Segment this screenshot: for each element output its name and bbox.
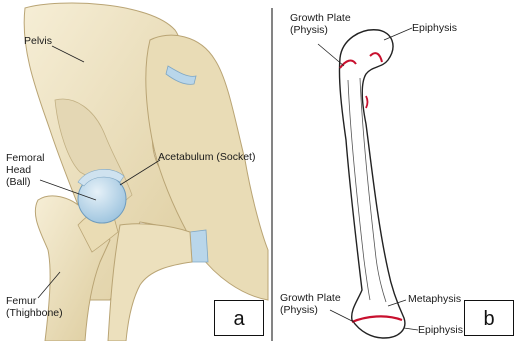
pelvis-label: Pelvis xyxy=(24,35,52,47)
epiphysis-bottom-leader xyxy=(404,328,418,330)
growth-plate-bottom-label: Growth Plate (Physis) xyxy=(280,292,341,316)
femur-label: Femur (Thighbone) xyxy=(6,295,63,319)
growth-plate-side xyxy=(366,96,368,108)
femoral-head-label: Femoral Head (Ball) xyxy=(6,152,45,188)
pubic-bone xyxy=(108,224,192,341)
panel-a-badge: a xyxy=(214,300,264,336)
epiphysis-bottom-label: Epiphysis xyxy=(418,324,463,336)
pubic-symphysis xyxy=(190,230,208,262)
panel-b-badge: b xyxy=(464,300,514,336)
metaphysis-label: Metaphysis xyxy=(408,293,461,305)
epiphysis-top-label: Epiphysis xyxy=(412,22,457,34)
acetabulum-label: Acetabulum (Socket) xyxy=(158,151,255,163)
long-bone-outline xyxy=(339,30,404,338)
growth-plate-top-label: Growth Plate (Physis) xyxy=(290,12,351,36)
panel-a-illustration xyxy=(24,3,268,341)
